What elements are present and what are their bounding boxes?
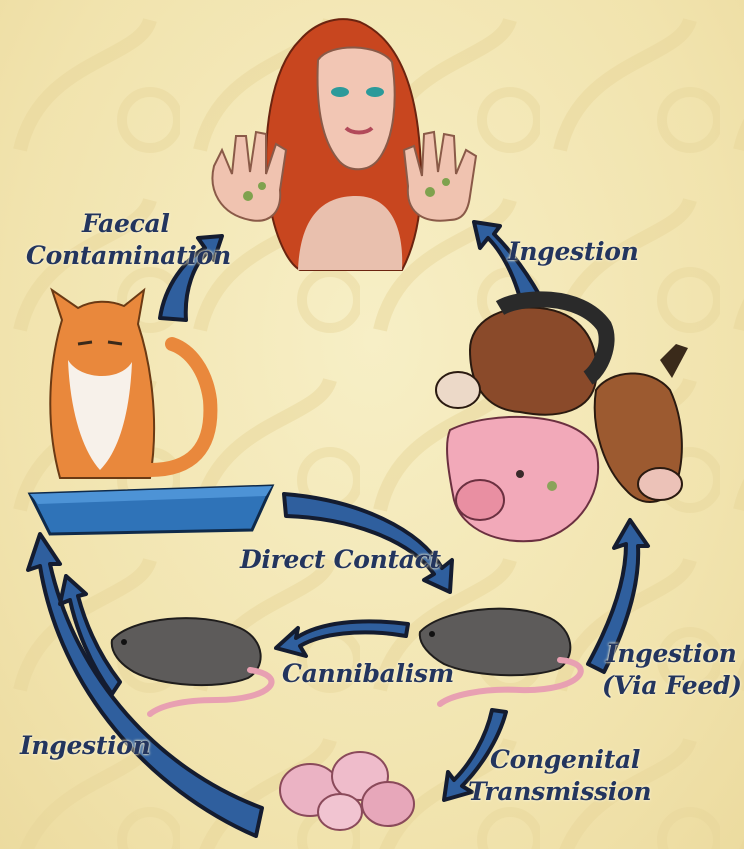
label-cannibalism: Cannibalism (282, 660, 454, 687)
label-ingestion-feed: Ingestion (606, 640, 737, 667)
label-direct-contact: Direct Contact (240, 546, 441, 573)
label-via-feed: (Via Feed) (602, 672, 742, 699)
label-faecal: Faecal (82, 210, 170, 237)
label-ingestion-left: Ingestion (20, 732, 151, 759)
label-congenital: Congenital (490, 746, 640, 773)
label-transmission: Transmission (468, 778, 651, 805)
label-ingestion-top: Ingestion (508, 238, 639, 265)
litter-box-icon (30, 486, 272, 534)
label-contamination: Contamination (26, 242, 231, 269)
